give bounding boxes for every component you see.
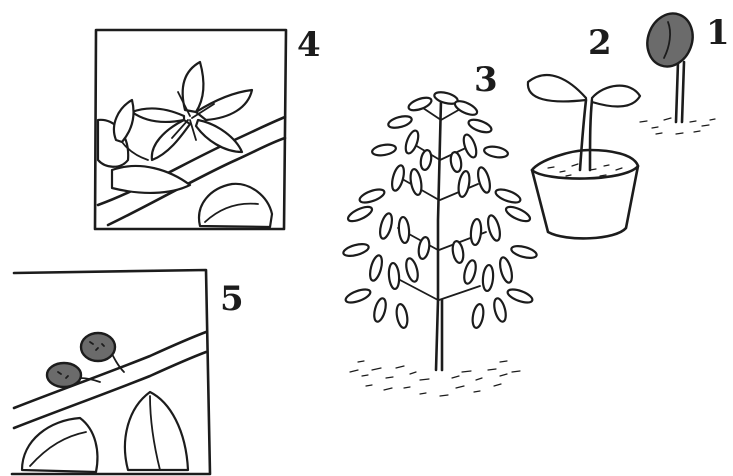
stage-2-stem-side xyxy=(590,100,592,170)
stage-5-fruit xyxy=(47,363,81,387)
stage-5-fruiting-branch xyxy=(12,270,210,474)
stage-1-stick xyxy=(676,62,678,122)
stage-5-leaf xyxy=(22,418,97,472)
stage-2-leaf-left xyxy=(528,75,586,101)
stage-4-petal xyxy=(152,120,190,160)
stage-5-branch-lower xyxy=(14,352,206,428)
stage-1-soil xyxy=(640,118,715,134)
stage-2-soil xyxy=(548,164,622,176)
stage-4-petal xyxy=(183,62,204,112)
stage-1-label: 1 xyxy=(706,16,730,50)
stage-5-label: 5 xyxy=(220,282,244,316)
stage-3-young-tree xyxy=(342,90,538,396)
stage-1-seed xyxy=(640,7,715,134)
stage-2-leaf-right xyxy=(592,86,640,107)
stage-1-stick-side xyxy=(682,62,684,122)
stage-3-trunk xyxy=(436,100,441,370)
stage-5-fruit xyxy=(81,333,115,361)
stage-2-stem xyxy=(580,100,586,170)
stage-4-mid-leaf xyxy=(112,166,190,193)
stage-4-petal xyxy=(196,90,252,120)
stage-2-pot xyxy=(532,150,638,238)
stage-4-bud xyxy=(114,100,134,142)
stage-4-label: 4 xyxy=(297,28,321,62)
stage-4-flowering-branch xyxy=(95,30,286,229)
stage-4-petal xyxy=(132,109,184,122)
stage-2-seedling-pot xyxy=(528,75,640,238)
stage-3-label: 3 xyxy=(474,63,498,97)
stage-2-label: 2 xyxy=(588,26,612,60)
